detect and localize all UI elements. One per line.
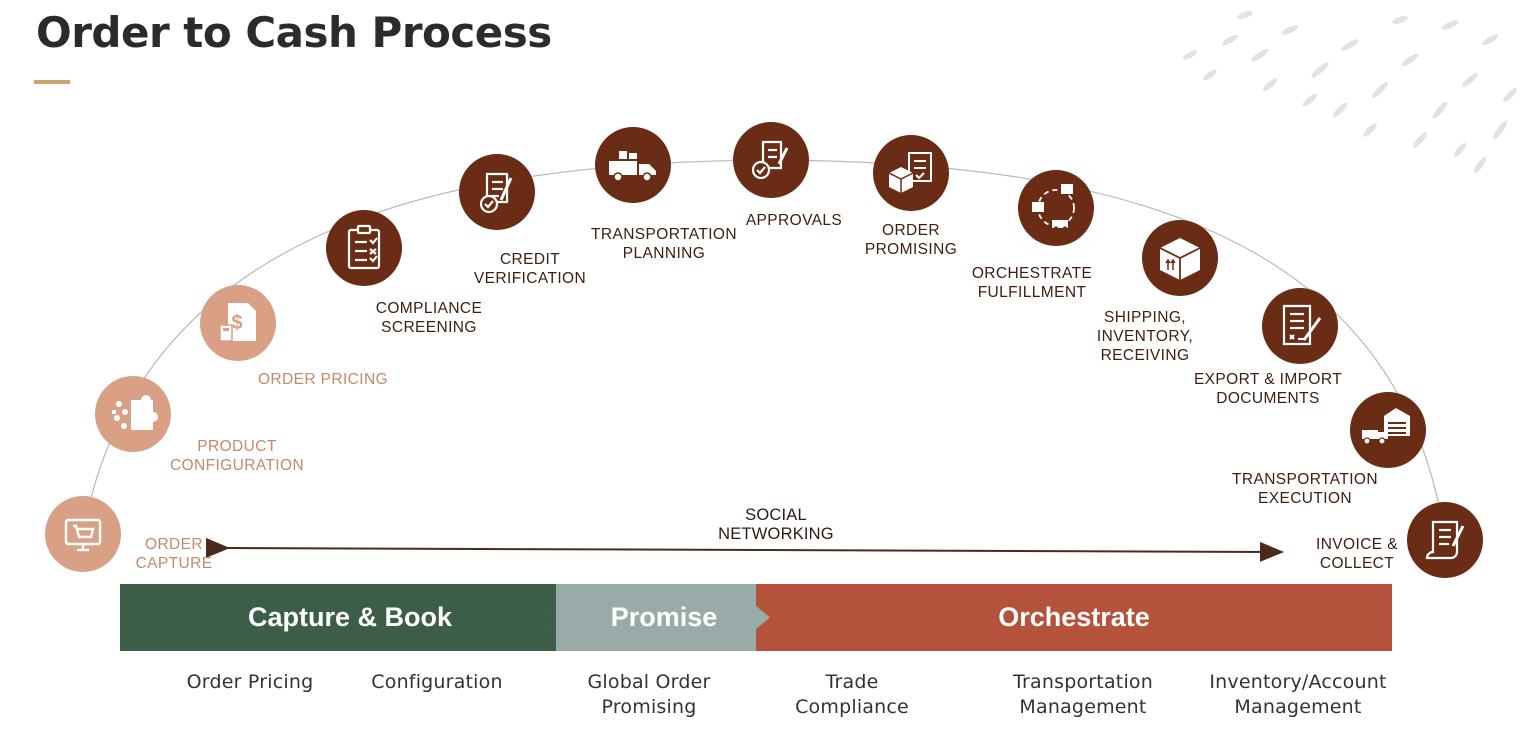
step-label-invoice-collect: INVOICE & COLLECT [1316,536,1398,572]
step-circle-order-promising [873,135,949,211]
price-tag-icon: $ [219,303,256,342]
step-circle-transportation-planning [595,127,671,203]
phase-capture-book-chevron [544,606,556,629]
phase-promise-chevron [756,606,770,629]
step-circle-invoice-collect [1407,502,1483,578]
sub-label-inventory-account-management: Inventory/Account Management [1209,671,1387,718]
step-label-transportation-execution: TRANSPORTATION EXECUTION [1232,471,1378,507]
sub-label-transportation-management: Transportation Management [1013,671,1153,718]
page-title: Order to Cash Process [36,8,552,57]
puzzle-icon [112,395,158,430]
phase-promise-bar [544,584,768,651]
step-label-approvals: APPROVALS [745,212,843,229]
decorative-texture [1182,11,1517,174]
document-check-icon [479,172,513,214]
step-circle-product-configuration [95,376,171,452]
clipboard-checklist-icon [347,224,381,270]
step-circle-transportation-execution [1350,392,1426,468]
social-networking-label: SOCIAL NETWORKING [718,506,834,543]
phase-orchestrate-bar [756,584,1392,651]
sub-label-order-pricing: Order Pricing [186,671,314,693]
warehouse-truck-icon [1362,408,1410,445]
phase-bar [120,584,1392,651]
approval-document-icon [751,140,789,180]
box-document-icon [888,152,932,193]
step-circle-approvals [733,122,809,198]
step-circle-credit-verification [459,154,535,230]
step-circle-shipping-inventory-receiving [1142,220,1218,296]
sub-label-trade-compliance: Trade Compliance [795,671,909,718]
fulfillment-cycle-icon [1032,184,1075,232]
sub-label-configuration: Configuration [371,671,503,693]
step-label-order-capture: ORDER CAPTURE [135,536,213,572]
phase-capture-book: Capture & Book [247,602,453,632]
step-circle-compliance-screening [326,210,402,286]
step-label-product-configuration: PRODUCT CONFIGURATION [169,438,305,474]
social-networking-arrow [205,537,1284,562]
sub-label-global-order-promising: Global Order Promising [587,671,711,718]
step-label-compliance-screening: COMPLIANCE SCREENING [375,300,483,336]
step-label-export-import-documents: EXPORT & IMPORT DOCUMENTS [1193,371,1343,407]
phase-promise: Promise [610,602,718,632]
step-circle-export-import-documents [1262,288,1338,364]
step-circle-order-capture [45,496,121,572]
phase-capture-book-arrow [544,584,556,651]
step-label-order-promising: ORDER PROMISING [864,222,958,258]
step-label-order-pricing: ORDER PRICING [257,371,389,388]
title-accent-bar [34,80,70,84]
step-label-credit-verification: CREDIT VERIFICATION [473,251,587,287]
computer-cart-icon [64,518,102,552]
step-circle-orchestrate-fulfillment [1018,170,1094,246]
step-label-transportation-planning: TRANSPORTATION PLANNING [591,226,737,262]
step-circle-order-pricing: $ [200,285,276,361]
svg-text:$: $ [231,312,242,334]
phase-orchestrate: Orchestrate [998,602,1150,632]
invoice-scroll-icon [1425,520,1465,560]
package-icon [1159,238,1201,280]
signature-document-icon [1282,304,1322,346]
step-label-shipping-inventory-receiving: SHIPPING, INVENTORY, RECEIVING [1096,309,1194,364]
truck-icon [609,151,656,182]
step-label-orchestrate-fulfillment: ORCHESTRATE FULFILLMENT [971,265,1093,301]
phase-capture-book-bar [120,584,556,651]
